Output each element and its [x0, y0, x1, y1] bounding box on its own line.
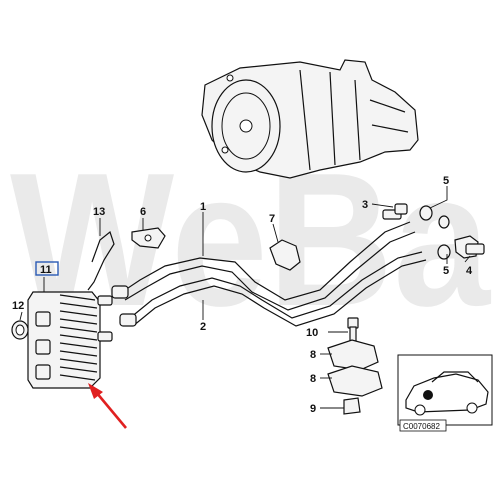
callout-9: 9 — [310, 403, 316, 415]
car-inset: C0070682 — [397, 354, 493, 432]
callout-11: 11 — [40, 264, 52, 276]
hose-holder — [327, 365, 383, 397]
grommet — [343, 397, 361, 415]
callout-6: 6 — [140, 206, 146, 218]
inset-code: C0070682 — [403, 422, 440, 431]
callouts: 1 2 3 5 5 4 6 7 13 11 12 10 8 8 9 — [12, 175, 473, 415]
callout-4: 4 — [466, 265, 473, 277]
callout-5a: 5 — [443, 175, 449, 187]
callout-7: 7 — [269, 213, 275, 225]
transmission — [201, 59, 419, 179]
location-dot — [423, 390, 433, 400]
callout-12: 12 — [12, 300, 24, 312]
callout-3: 3 — [362, 199, 368, 211]
callout-8b: 8 — [310, 373, 316, 385]
callout-13: 13 — [93, 206, 105, 218]
bolt — [347, 317, 359, 342]
callout-5b: 5 — [443, 265, 449, 277]
callout-8a: 8 — [310, 349, 316, 361]
hose-clip — [269, 239, 301, 271]
callout-10: 10 — [306, 327, 318, 339]
hose-holder — [327, 339, 379, 371]
callout-1: 1 — [200, 201, 206, 213]
callout-11-box — [35, 261, 59, 276]
oil-cooler — [27, 291, 113, 389]
callout-2: 2 — [200, 321, 206, 333]
leader-lines — [19, 186, 471, 409]
retaining-clip — [87, 230, 115, 291]
seal-ring — [11, 320, 29, 340]
red-arrow — [88, 383, 127, 429]
